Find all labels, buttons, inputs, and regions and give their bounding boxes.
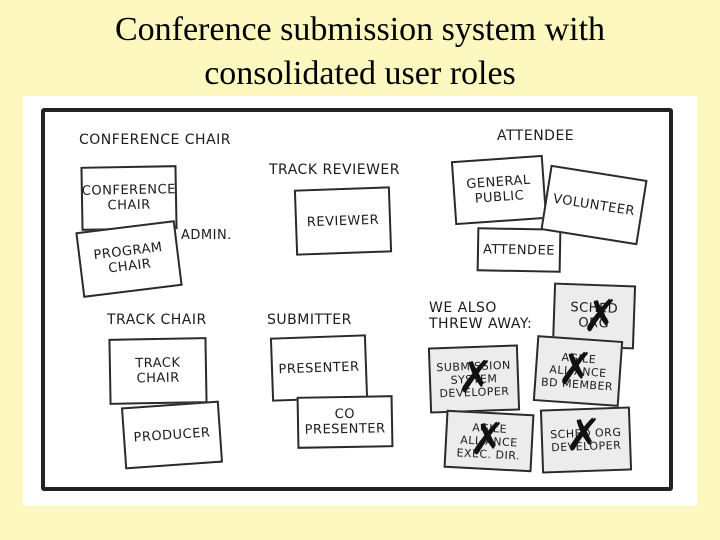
whiteboard-sketch: CONFERENCE CHAIR CONFERENCE CHAIR ADMIN.… <box>23 96 697 506</box>
note-track-chair: TRACK CHAIR <box>108 337 208 405</box>
note-reviewer: REVIEWER <box>293 186 393 256</box>
note-program-chair: PROGRAM CHAIR <box>75 220 183 298</box>
x-mark-icon: ✗ <box>557 344 594 395</box>
group-label-submitter: SUBMITTER <box>267 312 352 328</box>
x-mark-icon: ✗ <box>582 291 619 342</box>
note-label: REVIEWER <box>306 212 380 230</box>
slide-title-line-1: Conference submission system with <box>114 11 606 48</box>
x-mark-icon: ✗ <box>457 352 494 403</box>
note-label: GENERAL PUBLIC <box>465 172 532 207</box>
note-label: PROGRAM CHAIR <box>92 239 164 277</box>
note-label: VOLUNTEER <box>552 191 636 219</box>
x-mark-icon: ✗ <box>565 410 602 461</box>
note-producer: PRODUCER <box>120 400 224 470</box>
group-label-track-chair: TRACK CHAIR <box>107 312 207 328</box>
note-attendee: ATTENDEE <box>476 227 562 273</box>
note-label: PRODUCER <box>133 424 211 446</box>
x-mark-icon: ✗ <box>469 414 506 465</box>
slide-title-line-2: consolidated user roles <box>204 55 516 92</box>
note-label: ATTENDEE <box>482 241 556 259</box>
whiteboard-frame: CONFERENCE CHAIR CONFERENCE CHAIR ADMIN.… <box>41 108 673 491</box>
note-label: TRACK CHAIR <box>135 355 181 387</box>
slide-title: Conference submission system with consol… <box>0 8 720 96</box>
group-label-threw-away: WE ALSO THREW AWAY: <box>429 300 533 332</box>
note-presenter: PRESENTER <box>269 334 369 402</box>
group-label-conference-chair: CONFERENCE CHAIR <box>79 132 232 148</box>
note-label: PRESENTER <box>278 359 360 377</box>
note-admin: ADMIN. <box>181 228 232 243</box>
group-label-attendee: ATTENDEE <box>497 128 575 144</box>
note-general-public: GENERAL PUBLIC <box>450 154 548 226</box>
note-label: CO PRESENTER <box>304 406 386 438</box>
note-label: CONFERENCE CHAIR <box>81 182 176 214</box>
note-co-presenter: CO PRESENTER <box>296 395 394 449</box>
group-label-track-reviewer: TRACK REVIEWER <box>269 162 400 178</box>
